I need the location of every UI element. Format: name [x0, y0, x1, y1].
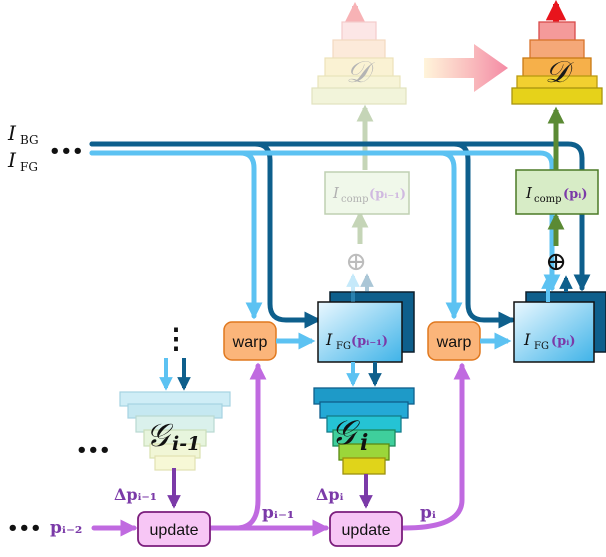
- input-bg-label: I: [7, 121, 17, 145]
- fg-curr-sub: FG: [534, 341, 549, 352]
- dp-curr-label: Δpᵢ: [316, 485, 344, 504]
- fg-prev-arg: (pᵢ₋₁): [351, 334, 388, 349]
- discriminator-curr: 𝒟: [511, 0, 603, 105]
- fg-curr-main: I: [523, 330, 531, 349]
- fg-prev-sub: FG: [336, 341, 351, 352]
- param-flow: [91, 362, 471, 537]
- input-routes: [89, 141, 591, 329]
- warp-curr-label: warp: [436, 334, 472, 351]
- update-prev: update: [137, 511, 211, 547]
- comp-curr-box: [515, 169, 599, 215]
- fg-prev-main: I: [325, 330, 333, 349]
- dots-bottom: •••: [7, 518, 42, 539]
- warp-curr: warp: [427, 321, 481, 361]
- p-i-label: pᵢ: [420, 503, 436, 523]
- update-curr-label: update: [342, 522, 391, 539]
- p-im2-label: pᵢ₋₂: [50, 518, 82, 538]
- dots-left: •••: [76, 440, 111, 461]
- input-ellipsis: •••: [49, 141, 84, 162]
- update-curr: update: [329, 511, 403, 547]
- generator-prev: [119, 391, 231, 471]
- oplus-prev: ⊕: [345, 247, 367, 277]
- comp-prev-sub: comp: [341, 194, 369, 205]
- comp-prev-box: [324, 171, 410, 215]
- fg-prev: I FG (pᵢ₋₁): [317, 291, 415, 363]
- fg-curr: I FG (pᵢ): [513, 291, 606, 363]
- fg-curr-arg: (pᵢ): [551, 334, 576, 349]
- comp-prev-arg: (pᵢ₋₁): [369, 187, 406, 202]
- input-labels: I BG I FG •••: [7, 121, 84, 174]
- vdots: ⋮: [162, 322, 190, 355]
- transition-arrow: [424, 44, 508, 92]
- warp-prev: warp: [223, 321, 277, 361]
- warp-prev-label: warp: [232, 334, 268, 351]
- comp-curr-arg: (pᵢ): [563, 187, 588, 202]
- input-fg-sub: FG: [20, 160, 38, 174]
- generator-curr-sub: i: [360, 430, 368, 456]
- update-prev-label: update: [150, 522, 199, 539]
- generator-curr-symbol: 𝒢: [331, 413, 360, 453]
- generator-curr: [313, 387, 415, 475]
- dp-prev-label: Δpᵢ₋₁: [114, 485, 157, 504]
- comp-curr-main: I: [525, 184, 533, 202]
- oplus-curr: ⊕: [545, 247, 567, 277]
- input-fg-label: I: [7, 148, 17, 172]
- input-bg-sub: BG: [20, 133, 39, 147]
- p-im1-label: pᵢ₋₁: [262, 503, 294, 523]
- comp-curr-path: ⊕ I comp (pᵢ): [515, 106, 599, 277]
- discriminator-prev: 𝒟: [311, 1, 407, 105]
- generator-prev-sub: i-1: [172, 433, 200, 455]
- comp-prev-main: I: [332, 184, 340, 202]
- comp-curr-sub: comp: [534, 194, 562, 205]
- comp-prev-path: I comp (pᵢ₋₁) ⊕: [324, 104, 410, 277]
